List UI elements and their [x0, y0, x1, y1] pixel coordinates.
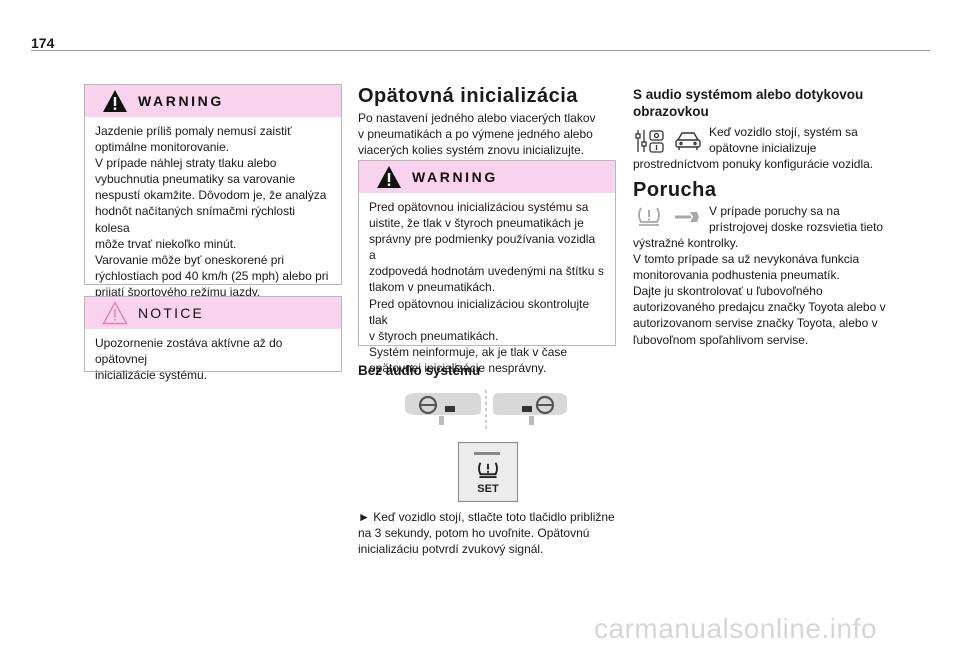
- reinit-heading: Opätovná inicializácia: [358, 85, 578, 107]
- button-indicator-bar: [474, 452, 500, 455]
- warning-box-reinit: WARNING Pred opätovnou inicializáciou sy…: [358, 160, 616, 375]
- tpms-set-button: SET: [458, 442, 518, 502]
- set-label: SET: [477, 483, 499, 495]
- top-divider: [31, 50, 930, 51]
- warning-header: WARNING: [85, 85, 341, 117]
- notice-box: NOTICE Upozornenie zostáva aktívne až do…: [84, 296, 342, 382]
- warning-header: WARNING: [359, 161, 615, 193]
- warning-body: Pred opätovnou inicializáciou systému sa…: [369, 200, 604, 375]
- reinit-intro: Po nastavení jedného alebo viacerých tla…: [358, 111, 596, 158]
- tire-pressure-icon: [478, 462, 498, 479]
- audio-heading-line2: obrazovkou: [633, 104, 709, 119]
- warning-label: WARNING: [138, 93, 224, 109]
- page-number: 174: [31, 35, 55, 51]
- warning-box-speed: WARNING Jazdenie príliš pomaly nemusí za…: [84, 84, 342, 299]
- dashboard-steering-illustration: [405, 390, 567, 430]
- notice-triangle-icon: [102, 301, 128, 325]
- notice-body: Upozornenie zostáva aktívne až do opätov…: [95, 336, 283, 383]
- no-audio-subheading: Bez audio systému: [358, 363, 481, 378]
- audio-text-line3: prostredníctvom ponuky konfigurácie vozi…: [633, 157, 874, 171]
- service-wrench-icon: [675, 212, 699, 222]
- notice-label: NOTICE: [138, 305, 205, 321]
- warning-triangle-icon: [377, 166, 401, 188]
- warning-body: Jazdenie príliš pomaly nemusí zaistiť op…: [95, 124, 329, 299]
- tire-pressure-warning-icon: [638, 207, 660, 226]
- audio-text-line1: Keď vozidlo stojí, systém sa: [709, 125, 858, 139]
- warning-label: WARNING: [412, 169, 498, 185]
- audio-heading-line1: S audio systémom alebo dotykovou: [633, 87, 864, 102]
- warning-triangle-icon: [103, 90, 127, 112]
- fault-text-line2: prístrojovej doske rozsvietia tieto: [709, 220, 884, 234]
- set-instruction: ► Keď vozidlo stojí, stlačte toto tlačid…: [358, 510, 615, 557]
- settings-menu-icon: [635, 130, 664, 153]
- fault-text-rest: výstražné kontrolky. V tomto prípade sa …: [633, 236, 886, 347]
- fault-text-line1: V prípade poruchy sa na: [709, 204, 840, 218]
- fault-heading: Porucha: [633, 179, 717, 201]
- notice-header: NOTICE: [85, 297, 341, 329]
- audio-text-line2: opätovne inicializuje: [709, 141, 817, 155]
- vehicle-icon: [675, 132, 701, 150]
- watermark: carmanualsonline.info: [594, 613, 877, 644]
